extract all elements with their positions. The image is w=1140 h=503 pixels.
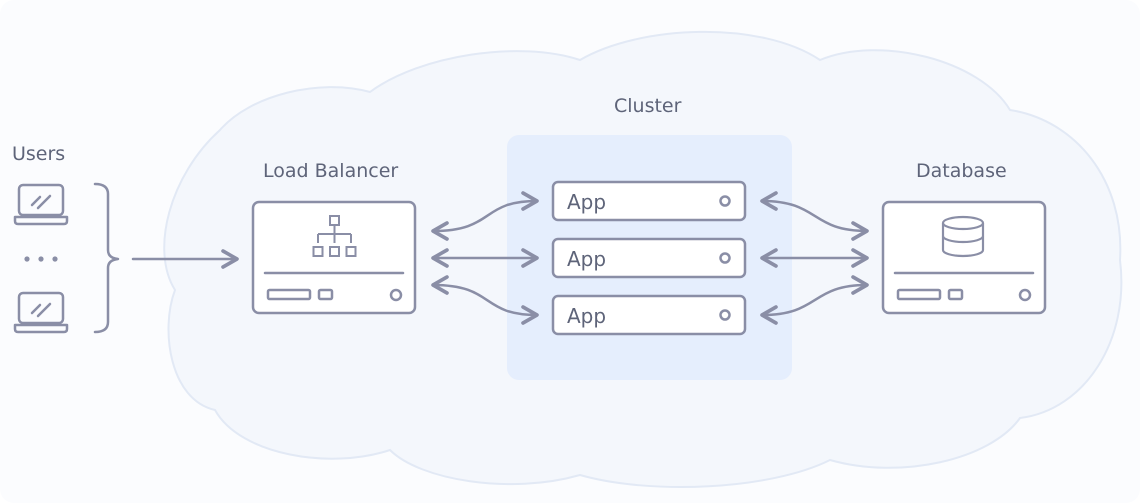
arrow-app-db-bottom <box>760 275 869 325</box>
app-node: App <box>551 237 747 279</box>
app-label: App <box>567 304 606 328</box>
database-node <box>881 200 1047 315</box>
users-label: Users <box>12 143 65 165</box>
database-cylinder-icon <box>941 215 985 258</box>
laptop-icon <box>13 291 69 334</box>
arrow-lb-app-top <box>431 191 539 241</box>
arrow-lb-app-bottom <box>431 275 539 325</box>
more-dots-icon <box>24 256 58 262</box>
hierarchy-icon <box>312 215 357 257</box>
right-brace-icon <box>93 182 120 334</box>
database-label: Database <box>916 160 1007 182</box>
load-balancer-node <box>251 200 417 315</box>
app-node: App <box>551 294 747 336</box>
app-label: App <box>567 247 606 271</box>
load-balancer-label: Load Balancer <box>263 160 398 182</box>
cluster-label: Cluster <box>614 95 682 117</box>
arrow-app-db-top <box>760 191 869 241</box>
app-label: App <box>567 190 606 214</box>
app-node: App <box>551 180 747 222</box>
laptop-icon <box>13 183 69 226</box>
